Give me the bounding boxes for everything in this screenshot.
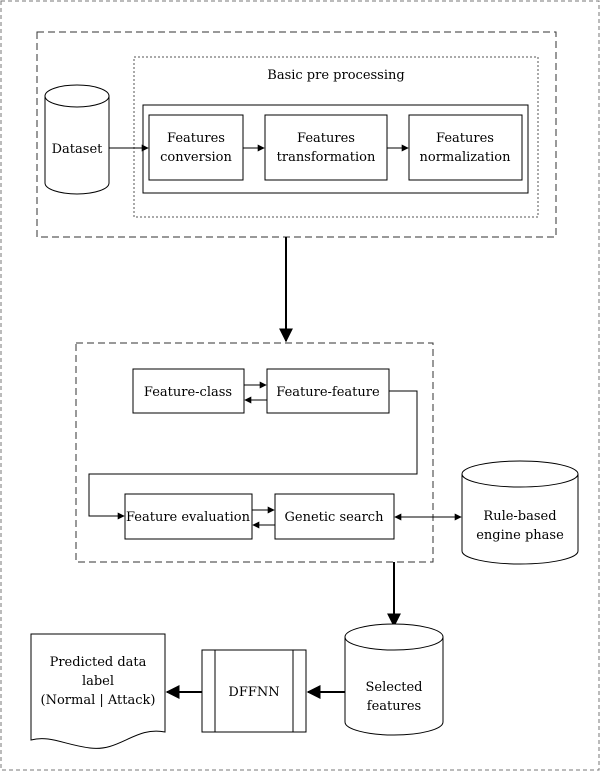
- features-normalization-line2: normalization: [420, 150, 512, 165]
- features-conversion-line2: conversion: [160, 150, 232, 165]
- features-transformation-box: Features transformation: [264, 114, 388, 181]
- genetic-search-label: Genetic search: [285, 510, 385, 525]
- features-transformation-line2: transformation: [277, 150, 376, 165]
- feature-feature-label: Feature-feature: [276, 385, 380, 400]
- feature-feature-box: Feature-feature: [266, 368, 390, 414]
- prediction-line3: (Normal | Attack): [41, 693, 156, 708]
- features-normalization-box: Features normalization: [408, 114, 523, 181]
- feature-evaluation-box: Feature evaluation: [124, 493, 253, 540]
- basic-preprocessing-title: Basic pre processing: [267, 68, 404, 83]
- genetic-search-box: Genetic search: [274, 493, 395, 540]
- connector-feature-to-evaluation: [88, 390, 418, 520]
- dataset-label: Dataset: [52, 142, 104, 157]
- features-normalization-line1: Features: [436, 131, 494, 146]
- prediction-line2: label: [82, 674, 114, 689]
- feature-evaluation-label: Feature evaluation: [126, 510, 251, 525]
- features-conversion-line1: Features: [167, 131, 225, 146]
- prediction-document: Predicted data label (Normal | Attack): [30, 633, 166, 749]
- rule-engine-cylinder: Rule-based engine phase: [461, 460, 579, 565]
- rule-engine-line2: engine phase: [476, 528, 564, 543]
- dataset-cylinder: Dataset: [44, 84, 110, 195]
- preprocessing-stage-box: [36, 31, 557, 238]
- dffnn-label: DFFNN: [228, 685, 279, 700]
- dffnn-box: DFFNN: [201, 649, 307, 733]
- feature-class-label: Feature-class: [144, 385, 232, 400]
- selected-features-cylinder: Selected features: [344, 623, 444, 736]
- selected-features-line1: Selected: [366, 680, 423, 695]
- features-transformation-line1: Features: [297, 131, 355, 146]
- basic-preprocessing-box: [133, 56, 539, 218]
- features-conversion-box: Features conversion: [148, 114, 244, 181]
- prediction-line1: Predicted data: [50, 655, 147, 670]
- rule-engine-line1: Rule-based: [483, 509, 556, 524]
- feature-selection-stage-box: [75, 342, 434, 563]
- selected-features-line2: features: [367, 699, 421, 714]
- feature-class-box: Feature-class: [132, 368, 245, 414]
